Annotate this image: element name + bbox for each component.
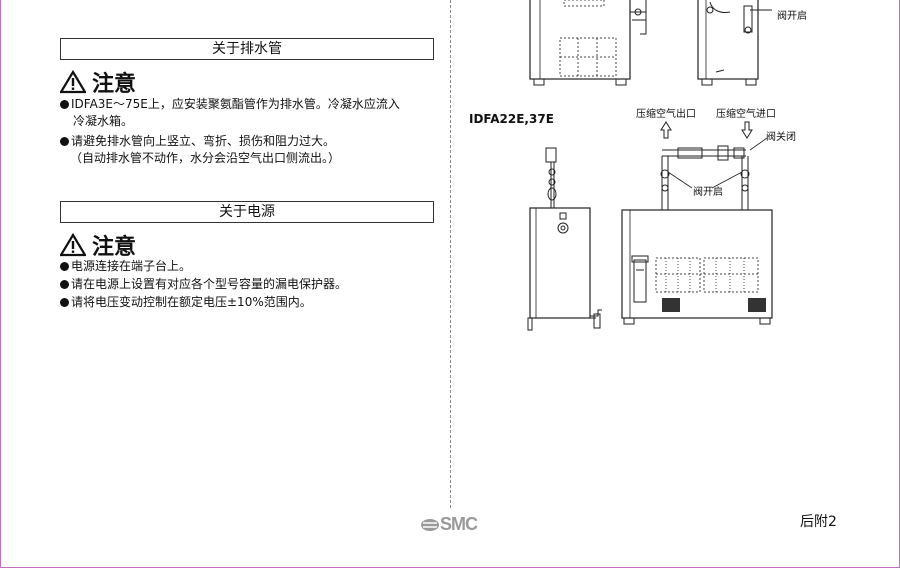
- caution-heading-1: 注意: [60, 66, 136, 98]
- inlet-arrow-icon: [741, 121, 753, 139]
- model-label: IDFA22E,37E: [469, 112, 554, 126]
- top-unit-diagrams: [529, 0, 772, 86]
- valve-open-label: 阀开启: [693, 187, 723, 198]
- caution-text: 注意: [92, 235, 137, 260]
- bullet-text: 请将电压变动控制在额定电压±10%范围内。: [71, 295, 312, 309]
- outlet-label: 压缩空气出口: [636, 109, 696, 120]
- bullet-text: 请在电源上设置有对应各个型号容量的漏电保护器。: [71, 277, 348, 291]
- bullet-icon: [60, 137, 69, 146]
- warning-triangle-icon: [60, 233, 86, 257]
- outlet-arrow-icon: [660, 121, 672, 139]
- note-text: （自动排水管不动作，水分会沿空气出口侧流出。）: [70, 151, 341, 165]
- smc-logo: SMC: [420, 514, 478, 535]
- section-title-drain: 关于排水管: [60, 38, 434, 60]
- list-item: 请避免排水管向上竖立、弯折、损伤和阻力过大。: [60, 133, 335, 150]
- page-number: 后附2: [800, 514, 837, 530]
- section-title-power: 关于电源: [60, 201, 434, 223]
- bullet-icon: [60, 100, 69, 109]
- bullet-text: 请避免排水管向上竖立、弯折、损伤和阻力过大。: [71, 134, 336, 148]
- column-divider: [450, 0, 451, 508]
- caution-text: 注意: [92, 72, 137, 97]
- bullet-continuation: 冷凝水箱。: [73, 114, 134, 128]
- smc-logo-text: SMC: [440, 514, 478, 534]
- inlet-label: 压缩空气进口: [716, 109, 776, 120]
- dryer-diagram: [527, 121, 773, 331]
- list-item: IDFA3E～75E上，应安装聚氨酯管作为排水管。冷凝水应流入: [60, 96, 400, 113]
- list-item: 请将电压变动控制在额定电压±10%范围内。: [60, 294, 312, 311]
- caution-heading-2: 注意: [60, 229, 136, 261]
- list-item: 请在电源上设置有对应各个型号容量的漏电保护器。: [60, 276, 347, 293]
- bullet-icon: [60, 262, 69, 271]
- bullet-text: 电源连接在端子台上。: [71, 259, 192, 273]
- list-item: 电源连接在端子台上。: [60, 258, 191, 275]
- bullet-text: IDFA3E～75E上，应安装聚氨酯管作为排水管。冷凝水应流入: [71, 97, 400, 111]
- valve-closed-label: 阀关闭: [766, 132, 796, 143]
- bullet-icon: [60, 280, 69, 289]
- warning-triangle-icon: [60, 70, 86, 94]
- valve-open-label-top: 阀开启: [777, 11, 807, 22]
- bullet-icon: [60, 298, 69, 307]
- smc-logo-icon: [421, 518, 439, 531]
